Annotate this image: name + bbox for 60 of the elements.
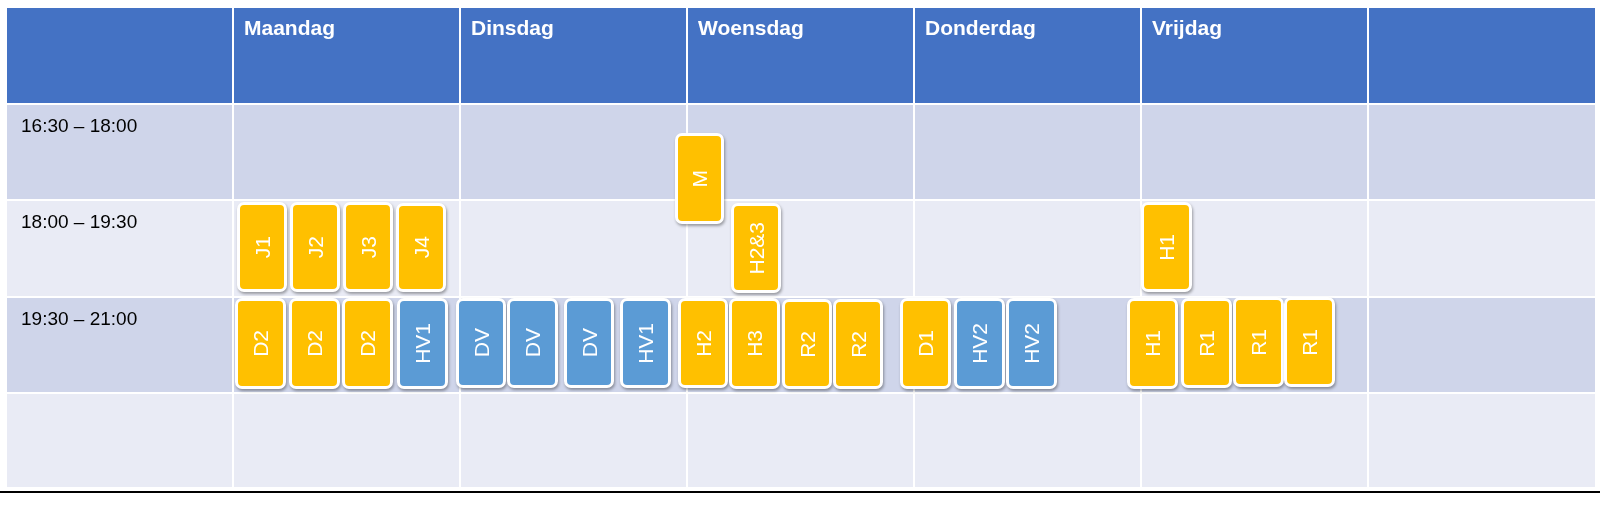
class-card <box>954 298 1005 389</box>
class-code: DV <box>522 328 543 358</box>
class-code: R1 <box>1196 329 1217 357</box>
day-heading: Dinsdag <box>471 16 554 40</box>
class-code: H1 <box>1156 233 1177 261</box>
class-card <box>289 298 340 389</box>
class-code: H2 <box>692 329 714 357</box>
class-card <box>1006 298 1057 389</box>
class-code: H2&3 <box>745 221 767 275</box>
time-slot-label: 18:00 – 19:30 <box>21 211 138 233</box>
class-card <box>507 298 558 388</box>
class-code: HV1 <box>635 322 656 364</box>
class-card <box>900 298 951 389</box>
class-card <box>343 202 393 292</box>
day-heading: Vrijdag <box>1152 16 1223 40</box>
class-code: R2 <box>847 330 869 358</box>
class-code: HV2 <box>969 323 990 364</box>
class-code: R2 <box>796 330 818 358</box>
class-card <box>678 298 728 388</box>
class-card <box>731 203 781 293</box>
class-code: D1 <box>915 330 936 357</box>
class-card <box>1127 298 1178 389</box>
class-card <box>290 202 340 292</box>
class-card <box>237 202 287 292</box>
class-code: H3 <box>744 330 765 357</box>
class-card <box>729 298 780 389</box>
time-slot-label: 16:30 – 18:00 <box>21 115 138 137</box>
class-card <box>1181 298 1232 388</box>
class-code: J1 <box>251 235 273 259</box>
day-heading: Maandag <box>244 16 335 40</box>
class-code: M <box>689 169 710 188</box>
class-card <box>833 299 883 389</box>
class-card <box>1284 297 1335 387</box>
class-card <box>235 298 286 389</box>
class-card <box>1141 202 1192 292</box>
class-code: D2 <box>357 330 378 357</box>
class-code: R1 <box>1299 328 1320 356</box>
class-card <box>675 133 724 224</box>
class-card <box>397 298 448 389</box>
class-code: H1 <box>1142 330 1163 357</box>
class-code: DV <box>578 328 600 358</box>
class-code: DV <box>470 328 492 358</box>
day-heading: Donderdag <box>925 16 1036 40</box>
class-code: D2 <box>304 330 325 357</box>
class-code: R1 <box>1248 328 1269 356</box>
class-code: J3 <box>357 235 379 259</box>
class-card <box>342 298 393 389</box>
class-card <box>1233 297 1284 387</box>
class-code: D2 <box>250 330 271 357</box>
class-code: HV2 <box>1021 323 1042 364</box>
class-card <box>396 203 446 292</box>
class-card <box>456 298 506 388</box>
class-card <box>620 298 671 388</box>
class-card <box>564 298 614 388</box>
class-code: J4 <box>410 236 432 259</box>
class-code: J2 <box>304 235 326 259</box>
day-heading: Woensdag <box>698 16 804 40</box>
class-card <box>782 299 832 389</box>
class-code: HV1 <box>412 323 433 364</box>
time-slot-label: 19:30 – 21:00 <box>21 308 138 330</box>
